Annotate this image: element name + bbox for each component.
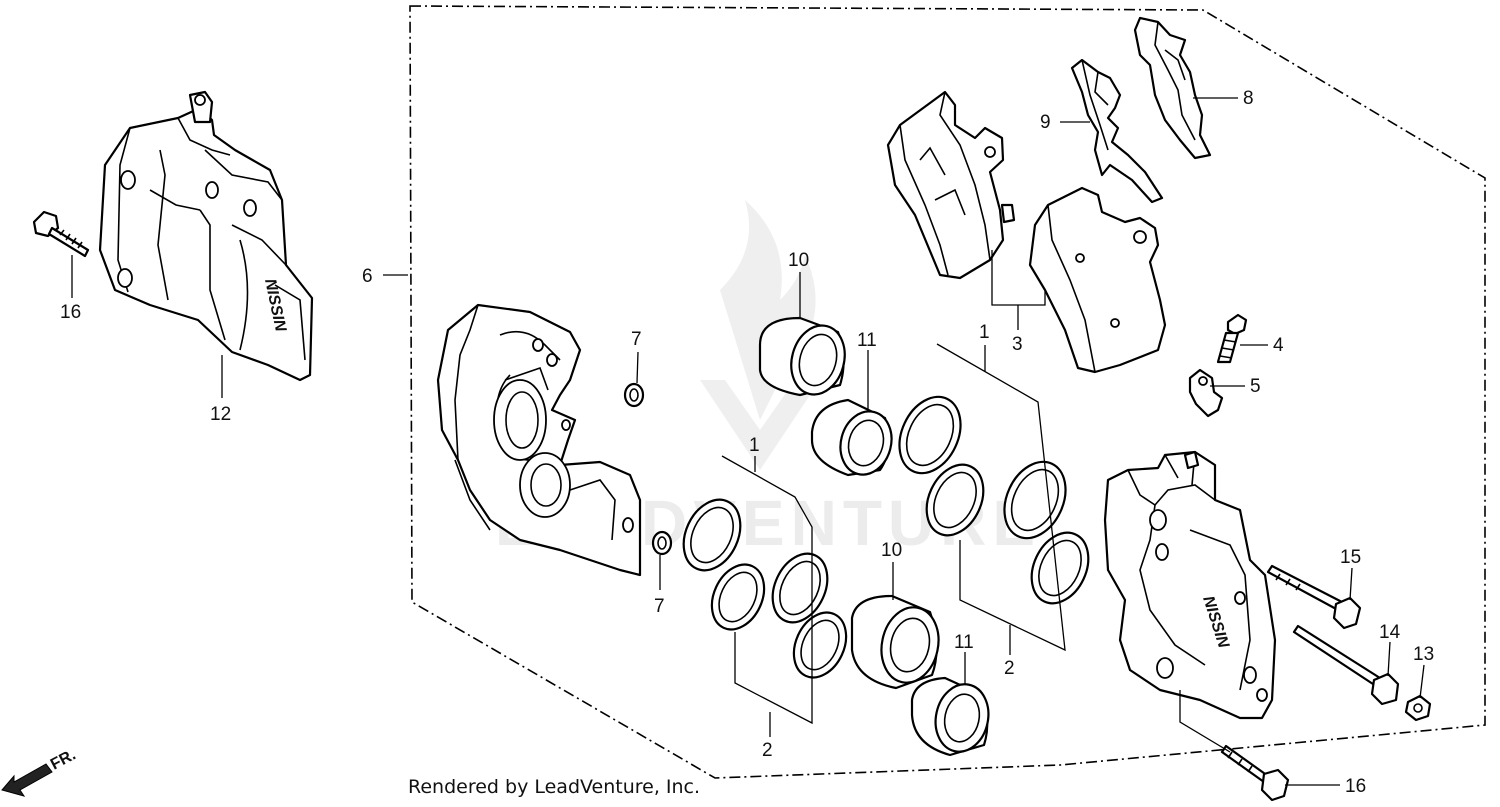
nut-13 <box>1404 694 1432 722</box>
bolt-14 <box>1292 624 1400 706</box>
bleeder-cap-5 <box>1188 368 1224 418</box>
callout-16-right: 16 <box>1345 776 1366 797</box>
callout-4: 4 <box>1273 335 1284 356</box>
leader-lines <box>71 97 1425 786</box>
callout-13: 13 <box>1413 644 1434 665</box>
callout-10-lower: 10 <box>881 540 902 561</box>
seal-rings <box>682 395 1090 679</box>
caliper-body-right: NISSIN <box>1103 450 1277 720</box>
callout-2-left: 2 <box>762 740 773 761</box>
o-rings-7 <box>623 382 673 556</box>
callout-3: 3 <box>1012 334 1023 355</box>
pad-retainer-9 <box>1070 58 1164 204</box>
callout-6: 6 <box>362 266 373 287</box>
caliper-body-left <box>436 303 642 577</box>
credit-text: Rendered by LeadVenture, Inc. <box>408 776 701 798</box>
callout-9: 9 <box>1040 112 1051 133</box>
front-indicator: FR. <box>48 746 79 773</box>
piston-11-lower <box>910 676 990 757</box>
bolt-16-right <box>1220 744 1290 802</box>
callout-labels: 1 1 2 2 3 4 5 6 7 7 8 9 10 10 11 11 12 1… <box>60 88 1434 797</box>
callout-5: 5 <box>1250 376 1261 397</box>
bolt-16-left <box>32 210 90 258</box>
callout-7-upper: 7 <box>631 329 642 350</box>
caliper-assembly-12: NISSIN <box>98 90 314 382</box>
front-direction-arrow: FR. <box>1 746 79 797</box>
callout-8: 8 <box>1243 88 1254 109</box>
piston-10-upper <box>758 316 846 397</box>
callout-15: 15 <box>1340 547 1361 568</box>
callout-10-upper: 10 <box>788 250 809 271</box>
brake-pad-left <box>886 90 1016 280</box>
callout-12: 12 <box>210 404 231 425</box>
bolt-15 <box>1266 564 1362 630</box>
piston-11-upper <box>810 398 893 477</box>
callout-16-left: 16 <box>60 302 81 323</box>
pad-spring-8 <box>1133 16 1212 160</box>
callout-11-upper: 11 <box>857 330 877 351</box>
bleeder-screw-4 <box>1216 313 1248 364</box>
callout-2-right: 2 <box>1004 658 1015 679</box>
piston-10-lower <box>850 594 940 690</box>
brake-pad-right <box>1028 186 1167 374</box>
callout-7-lower: 7 <box>654 596 665 617</box>
assembly-outline <box>409 5 1486 779</box>
callout-14: 14 <box>1379 622 1401 643</box>
callout-1-upper: 1 <box>979 322 990 343</box>
callout-1-lower: 1 <box>749 435 760 456</box>
callout-11-lower: 11 <box>954 632 974 653</box>
